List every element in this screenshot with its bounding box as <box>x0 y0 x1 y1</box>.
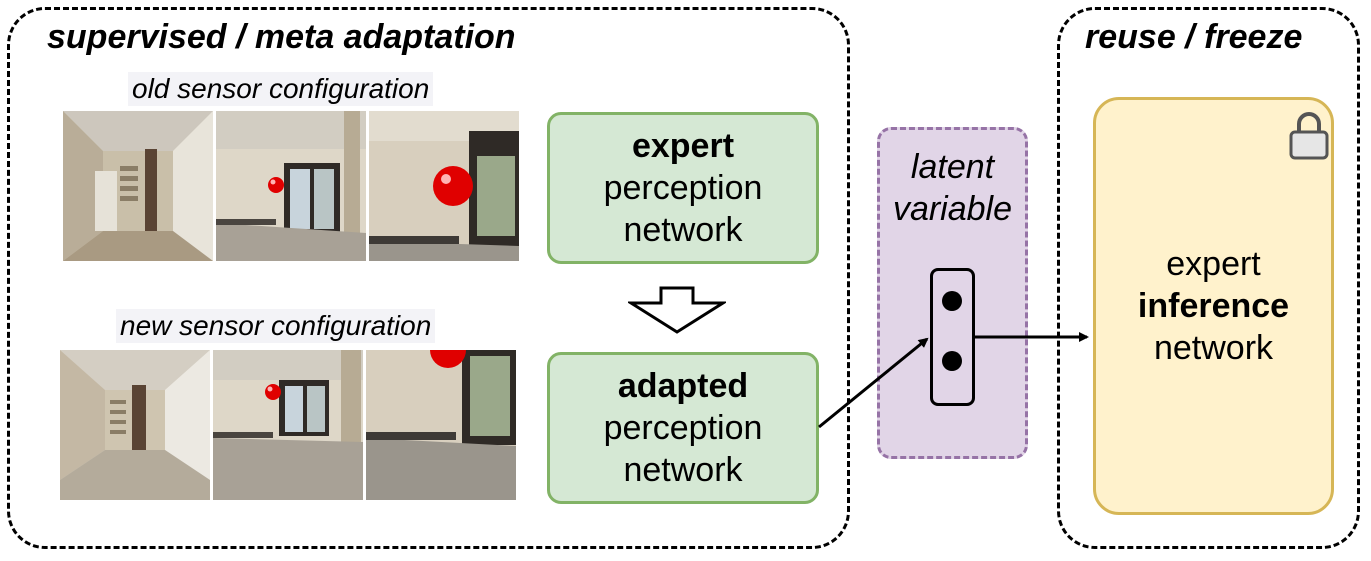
hollow-down-arrow-icon <box>625 286 729 339</box>
inference-line3: network <box>1153 329 1274 367</box>
new-photo-room <box>213 350 363 500</box>
expert-perception-line3: network <box>623 211 743 249</box>
latent-label-line1: latent <box>910 148 995 186</box>
latent-dot-1 <box>942 291 962 311</box>
freeze-group-title: reuse / freeze <box>1085 18 1303 56</box>
adapted-perception-network: adapted perception network <box>547 352 819 504</box>
latent-dot-2 <box>942 351 962 371</box>
new-photo-hallway <box>60 350 210 500</box>
expert-perception-title: expert <box>631 127 735 165</box>
new-sensor-caption: new sensor configuration <box>116 309 436 343</box>
latent-variable-label: latent variable <box>880 146 1025 230</box>
old-photo-room <box>216 111 366 261</box>
adapted-perception-title: adapted <box>617 367 749 405</box>
adapted-perception-line2: perception <box>603 409 763 447</box>
expert-inference-network: expert inference network <box>1093 97 1334 515</box>
latent-label-line2: variable <box>892 190 1013 228</box>
lock-icon <box>1288 112 1330 165</box>
inference-title: inference <box>1137 287 1290 325</box>
inference-line1: expert <box>1166 245 1261 283</box>
expert-perception-line2: perception <box>603 169 763 207</box>
freeze-group <box>1057 7 1360 549</box>
old-photo-ball-closeup <box>369 111 519 261</box>
expert-perception-network: expert perception network <box>547 112 819 264</box>
old-sensor-caption: old sensor configuration <box>128 72 434 106</box>
new-photo-ball-closeup <box>366 350 516 500</box>
latent-vector-icon <box>930 268 975 406</box>
old-photo-hallway <box>63 111 213 261</box>
adaptation-group <box>7 7 850 549</box>
adapted-perception-line3: network <box>623 451 743 489</box>
adaptation-group-title: supervised / meta adaptation <box>47 18 516 56</box>
